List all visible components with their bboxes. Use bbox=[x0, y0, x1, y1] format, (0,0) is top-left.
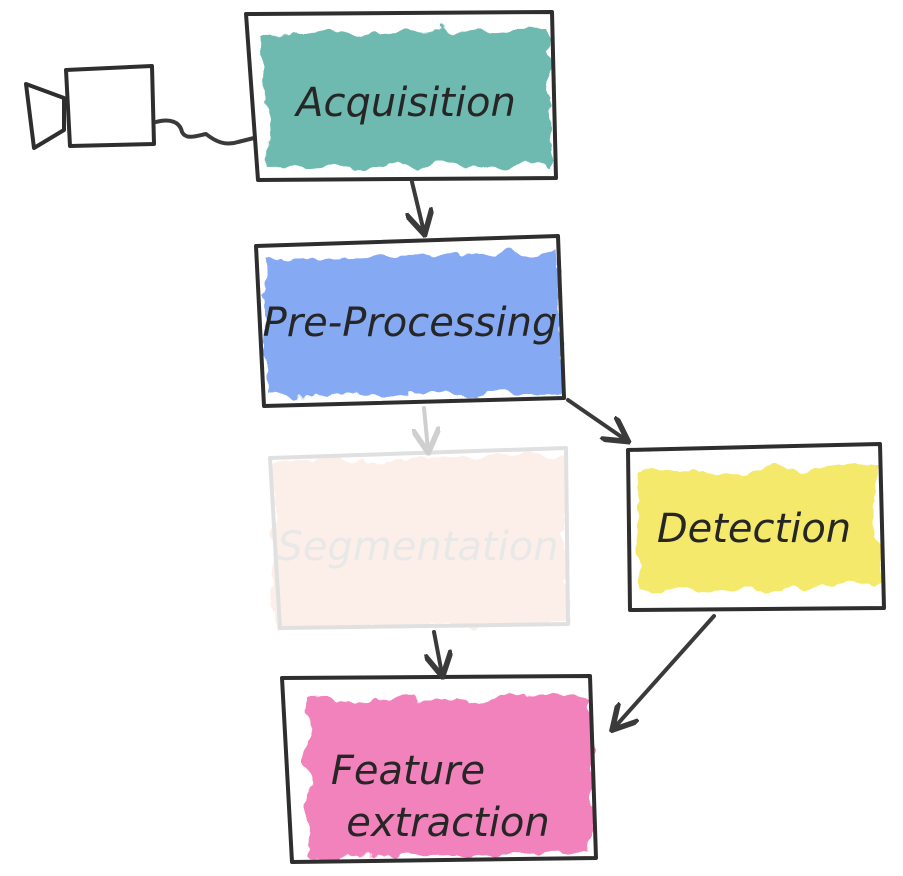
node-detection: Detection bbox=[626, 442, 886, 612]
video-camera-icon bbox=[24, 64, 256, 150]
edge-acquisition-to-preprocessing bbox=[412, 180, 424, 232]
feature-extraction-label-line1: Feature bbox=[331, 748, 485, 794]
feature-extraction-frame bbox=[280, 674, 598, 864]
detection-label: Detection bbox=[657, 506, 851, 552]
segmentation-fill bbox=[272, 454, 570, 628]
node-acquisition: Acquisition bbox=[244, 10, 558, 182]
detection-frame bbox=[626, 442, 886, 612]
node-feature-extraction: Feature extraction bbox=[280, 674, 598, 864]
acquisition-fill bbox=[262, 30, 552, 168]
feature-extraction-fill bbox=[306, 696, 594, 858]
node-segmentation: Segmentation bbox=[268, 446, 570, 630]
preprocessing-label: Pre-Processing bbox=[263, 300, 558, 346]
detection-fill bbox=[638, 466, 880, 590]
preprocessing-fill bbox=[264, 252, 566, 396]
edge-preprocessing-to-segmentation bbox=[424, 406, 428, 450]
segmentation-frame bbox=[268, 446, 570, 630]
feature-extraction-label-line2: extraction bbox=[346, 800, 550, 846]
edge-segmentation-to-feature-extraction bbox=[434, 630, 442, 674]
node-preprocessing: Pre-Processing bbox=[254, 234, 566, 408]
segmentation-label: Segmentation bbox=[277, 524, 558, 570]
edge-detection-to-feature-extraction bbox=[614, 614, 716, 728]
preprocessing-frame bbox=[254, 234, 566, 408]
edge-preprocessing-to-detection bbox=[566, 398, 626, 440]
acquisition-label: Acquisition bbox=[293, 80, 516, 126]
acquisition-frame bbox=[244, 10, 558, 182]
